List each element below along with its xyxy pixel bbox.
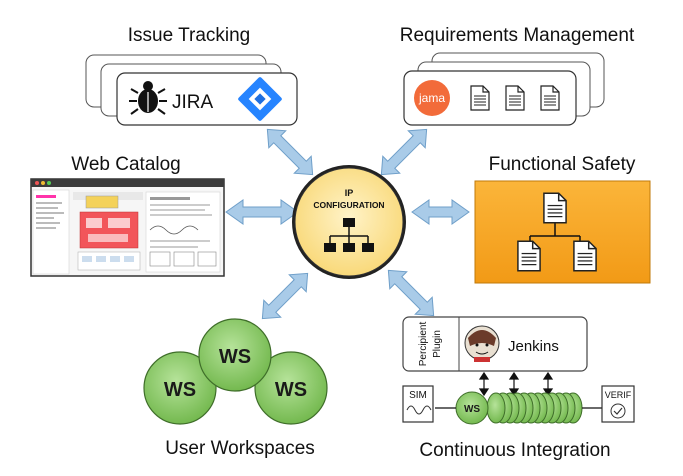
user-workspaces-title: User Workspaces (165, 438, 315, 459)
jama-label: jama (418, 91, 445, 105)
sim-box (402, 385, 434, 423)
sim-label: SIM (409, 390, 427, 401)
check-icon (610, 403, 626, 419)
verif-label: VERIF (605, 390, 632, 400)
workspace-label: WS (164, 379, 196, 401)
arrow-web-catalog (225, 199, 299, 225)
document-icon (517, 240, 541, 272)
continuous-integration-section: Percipient Plugin Jenkins SIM (402, 316, 635, 461)
functional-safety-section: Functional Safety (474, 154, 651, 284)
arrow-workspaces (261, 272, 309, 320)
hub-title-line1: IP (345, 188, 354, 198)
bug-icon (129, 81, 167, 115)
document-icon (540, 85, 560, 111)
workspace-label: WS (219, 346, 251, 368)
arrow-functional-safety (411, 199, 470, 225)
workspace-node (254, 351, 328, 425)
user-workspaces-section: WS WS WS User Workspaces (143, 318, 328, 459)
document-icon (505, 85, 525, 111)
requirements-section: Requirements Management jama (400, 25, 635, 126)
web-catalog-title: Web Catalog (71, 154, 181, 175)
workspace-node (143, 351, 217, 425)
arrow-continuous-integration (387, 269, 435, 317)
workspace-chain (455, 391, 583, 425)
plugin-label-line2: Plugin (432, 330, 443, 358)
jenkins-label: Jenkins (508, 338, 559, 355)
ci-connector-arrows (478, 371, 554, 397)
document-icon (470, 85, 490, 111)
arrow-requirements (380, 128, 428, 176)
continuous-integration-title: Continuous Integration (419, 440, 610, 461)
jenkins-logo-icon (464, 325, 500, 362)
requirements-title: Requirements Management (400, 25, 635, 46)
hierarchy-icon (324, 218, 374, 252)
waveform-icon (406, 405, 432, 415)
web-catalog-screenshot (30, 178, 225, 277)
jira-label: JIRA (172, 92, 214, 113)
web-catalog-section: Web Catalog (30, 154, 225, 277)
workspace-node (198, 318, 272, 392)
workspace-label: WS (275, 379, 307, 401)
jira-logo-icon (238, 77, 282, 121)
functional-safety-title: Functional Safety (489, 154, 636, 175)
requirements-card (403, 70, 577, 126)
issue-tracking-title: Issue Tracking (128, 25, 251, 46)
arrow-issue-tracking (266, 128, 314, 176)
jama-logo-icon (414, 80, 450, 116)
plugin-label-line1: Percipient (418, 322, 429, 367)
document-icon (573, 240, 597, 272)
hub-title-line2: CONFIGURATION (313, 200, 384, 210)
ci-workspace-label: WS (464, 404, 480, 415)
ip-configuration-hub: IP CONFIGURATION (292, 165, 406, 279)
document-icon (543, 192, 567, 224)
issue-tracking-section: Issue Tracking JIRA (85, 25, 298, 126)
connector-arrows (225, 128, 470, 320)
